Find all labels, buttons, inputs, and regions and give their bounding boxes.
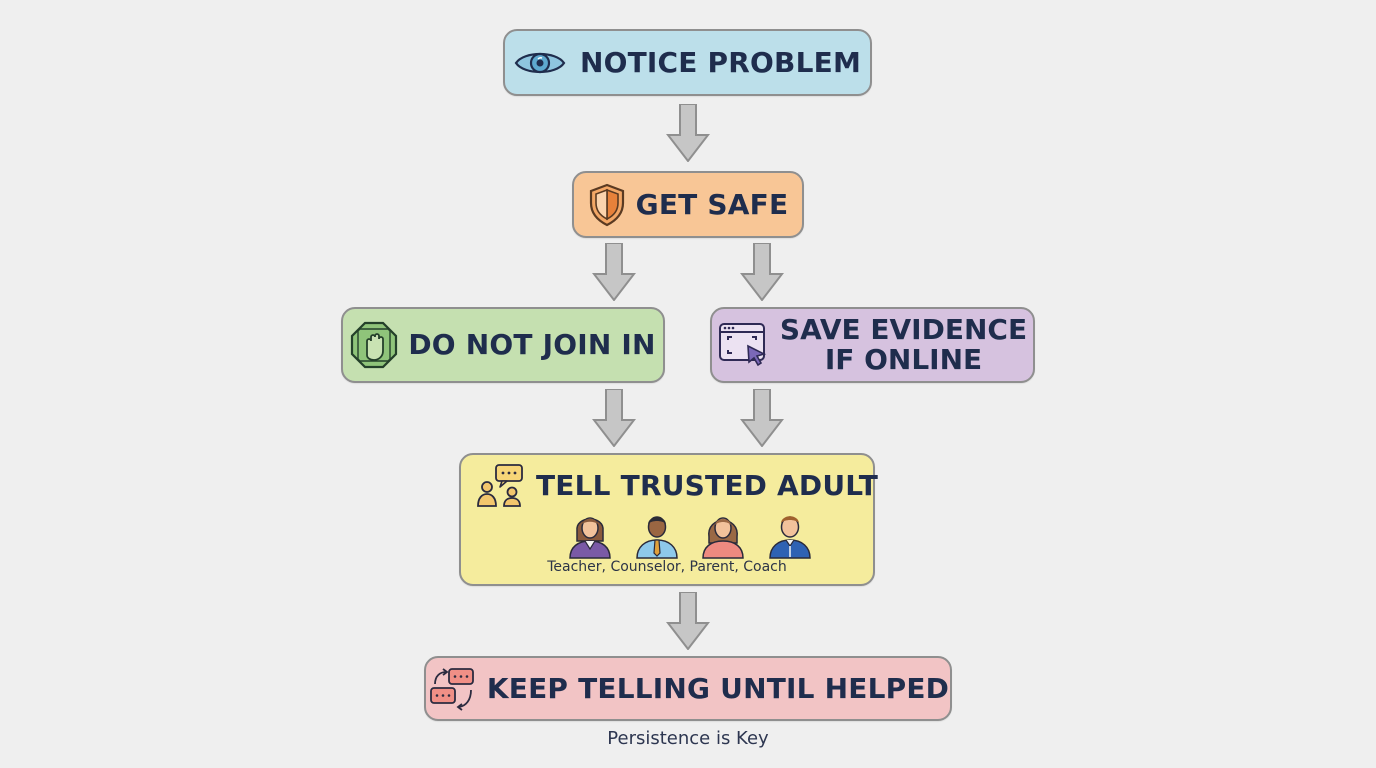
shield-icon <box>588 183 626 227</box>
node-save-evidence: SAVE EVIDENCE IF ONLINE <box>710 307 1035 383</box>
arrow-safe-to-evidence <box>740 243 784 301</box>
eye-icon <box>514 47 566 79</box>
node-label: DO NOT JOIN IN <box>408 328 656 361</box>
node-notice-problem: NOTICE PROBLEM <box>503 29 872 96</box>
talking-people-icon <box>476 463 524 509</box>
node-get-safe: GET SAFE <box>572 171 804 238</box>
stop-hand-icon <box>350 321 398 369</box>
node-label: NOTICE PROBLEM <box>579 45 862 79</box>
persistence-caption: Persistence is Key <box>607 728 769 749</box>
arrow-safe-to-join <box>592 243 636 301</box>
node-tell-trusted-adult: TELL TRUSTED ADULT <box>459 453 878 586</box>
arrow-tell-to-keep <box>666 592 710 650</box>
arrow-join-to-tell <box>592 389 636 447</box>
node-label-line-2: IF ONLINE <box>824 343 983 376</box>
node-header: TELL TRUSTED ADULT <box>476 463 878 509</box>
coach-avatar <box>769 516 811 559</box>
counselor-avatar <box>635 516 678 559</box>
node-label: TELL TRUSTED ADULT <box>536 469 878 502</box>
arrow-evidence-to-tell <box>740 389 784 447</box>
node-do-not-join-in: DO NOT JOIN IN <box>341 307 665 383</box>
node-label: KEEP TELLING UNTIL HELPED <box>486 671 950 705</box>
trusted-adults-row <box>567 505 813 559</box>
node-label-line-1: SAVE EVIDENCE <box>779 313 1028 346</box>
node-keep-telling: KEEP TELLING UNTIL HELPED <box>424 656 952 721</box>
trusted-adults-caption: Teacher, Counselor, Parent, Coach <box>547 559 787 575</box>
repeat-chat-icon <box>427 666 477 712</box>
node-label: SAVE EVIDENCE IF ONLINE <box>780 315 1027 375</box>
parent-avatar <box>702 517 745 559</box>
teacher-avatar <box>569 517 611 559</box>
node-label: GET SAFE <box>635 187 789 221</box>
arrow-notice-to-safe <box>666 104 710 162</box>
screenshot-cursor-icon <box>718 322 768 368</box>
